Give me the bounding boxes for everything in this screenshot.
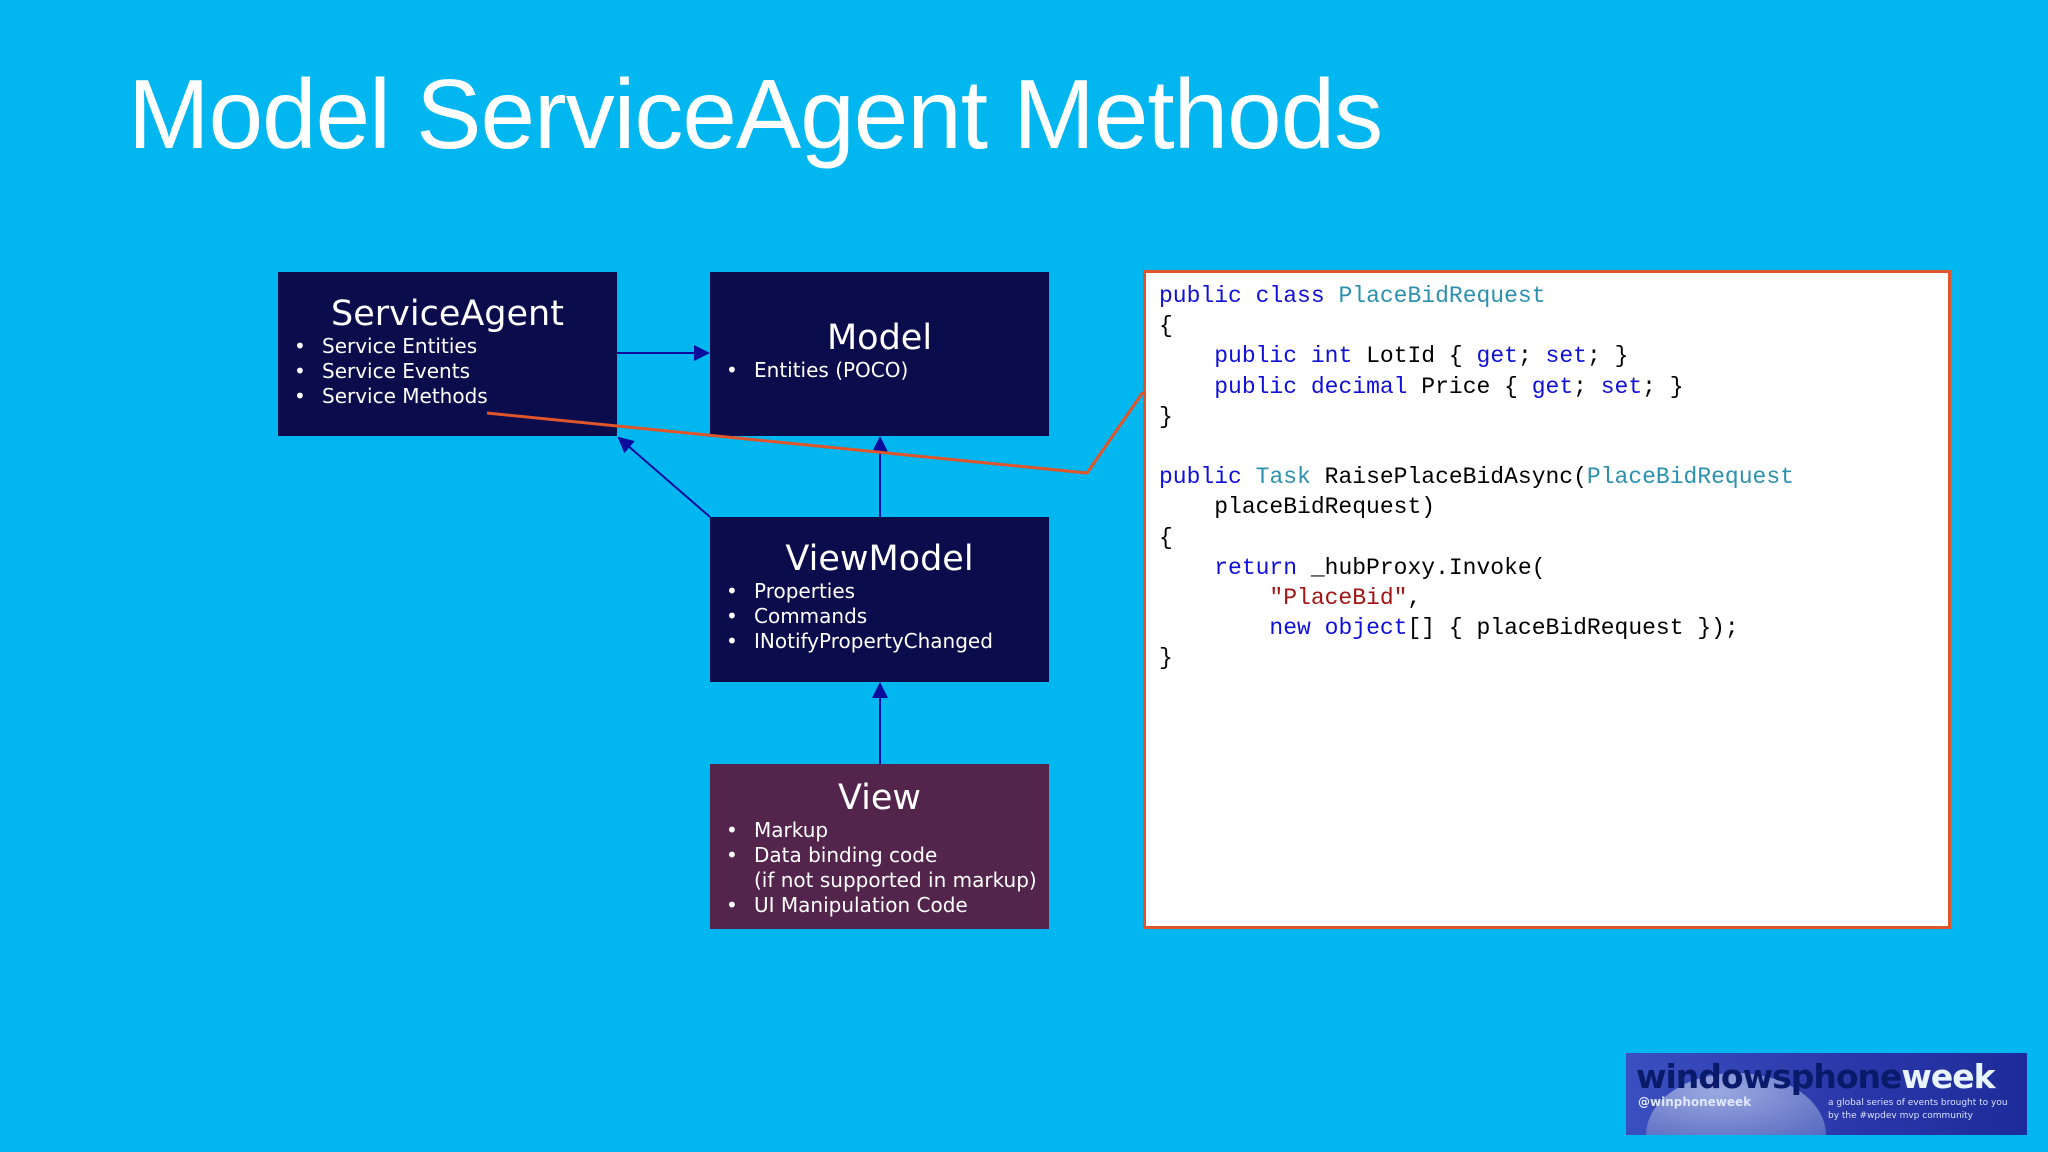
box-title: ServiceAgent xyxy=(331,294,564,334)
code-line: { xyxy=(1159,524,1173,551)
list-item: Properties xyxy=(726,579,1049,604)
code-line: public class PlaceBidRequest xyxy=(1159,283,1546,309)
code-line: } xyxy=(1159,403,1173,430)
code-line: public Task RaisePlaceBidAsync(PlaceBidR… xyxy=(1159,464,1794,491)
list-item: Commands xyxy=(726,604,1049,629)
list-item: INotifyPropertyChanged xyxy=(726,629,1049,654)
list-item: UI Manipulation Code xyxy=(726,893,1049,918)
code-line: return _hubProxy.Invoke( xyxy=(1214,554,1546,581)
model-box: Model Entities (POCO) xyxy=(710,272,1049,436)
box-title: Model xyxy=(826,318,933,358)
logo-tagline: a global series of events brought to you… xyxy=(1828,1098,2008,1121)
code-line: public int LotId { get; set; } xyxy=(1214,343,1629,370)
logo-handle: @winphoneweek xyxy=(1638,1095,1752,1109)
box-title: View xyxy=(837,778,922,818)
code-line: { xyxy=(1159,313,1173,340)
arrow-viewmodel-to-serviceagent xyxy=(617,436,711,518)
box-title: ViewModel xyxy=(785,539,974,579)
viewmodel-box: ViewModel Properties Commands INotifyPro… xyxy=(710,517,1049,682)
windowsphoneweek-logo: windowsphoneweek @winphoneweek a global … xyxy=(1626,1053,2027,1135)
list-item: Data binding code xyxy=(726,843,1049,868)
list-item: Service Events xyxy=(294,359,617,384)
callout-pointer xyxy=(486,391,1145,475)
code-callout: public class PlaceBidRequest { public int… xyxy=(1143,270,1951,929)
list-item: Service Entities xyxy=(294,334,617,359)
code-line: } xyxy=(1159,645,1173,672)
logo-wordmark: windowsphoneweek xyxy=(1636,1057,1996,1096)
list-item: (if not supported in markup) xyxy=(754,868,1037,892)
code-line: placeBidRequest) xyxy=(1159,494,1436,521)
code-line: "PlaceBid", xyxy=(1269,585,1422,612)
code-line: new object[] { placeBidRequest }); xyxy=(1269,615,1739,642)
list-item: Markup xyxy=(726,818,1049,843)
list-item: Service Methods xyxy=(294,384,617,409)
code-block: public class PlaceBidRequest { public int… xyxy=(1159,281,1948,674)
view-box: View Markup Data binding code (if not su… xyxy=(710,764,1049,929)
list-item: Entities (POCO) xyxy=(726,358,1049,383)
code-line: public decimal Price { get; set; } xyxy=(1214,373,1684,400)
serviceagent-box: ServiceAgent Service Entities Service Ev… xyxy=(278,272,617,436)
slide-title: Model ServiceAgent Methods xyxy=(128,59,1383,169)
